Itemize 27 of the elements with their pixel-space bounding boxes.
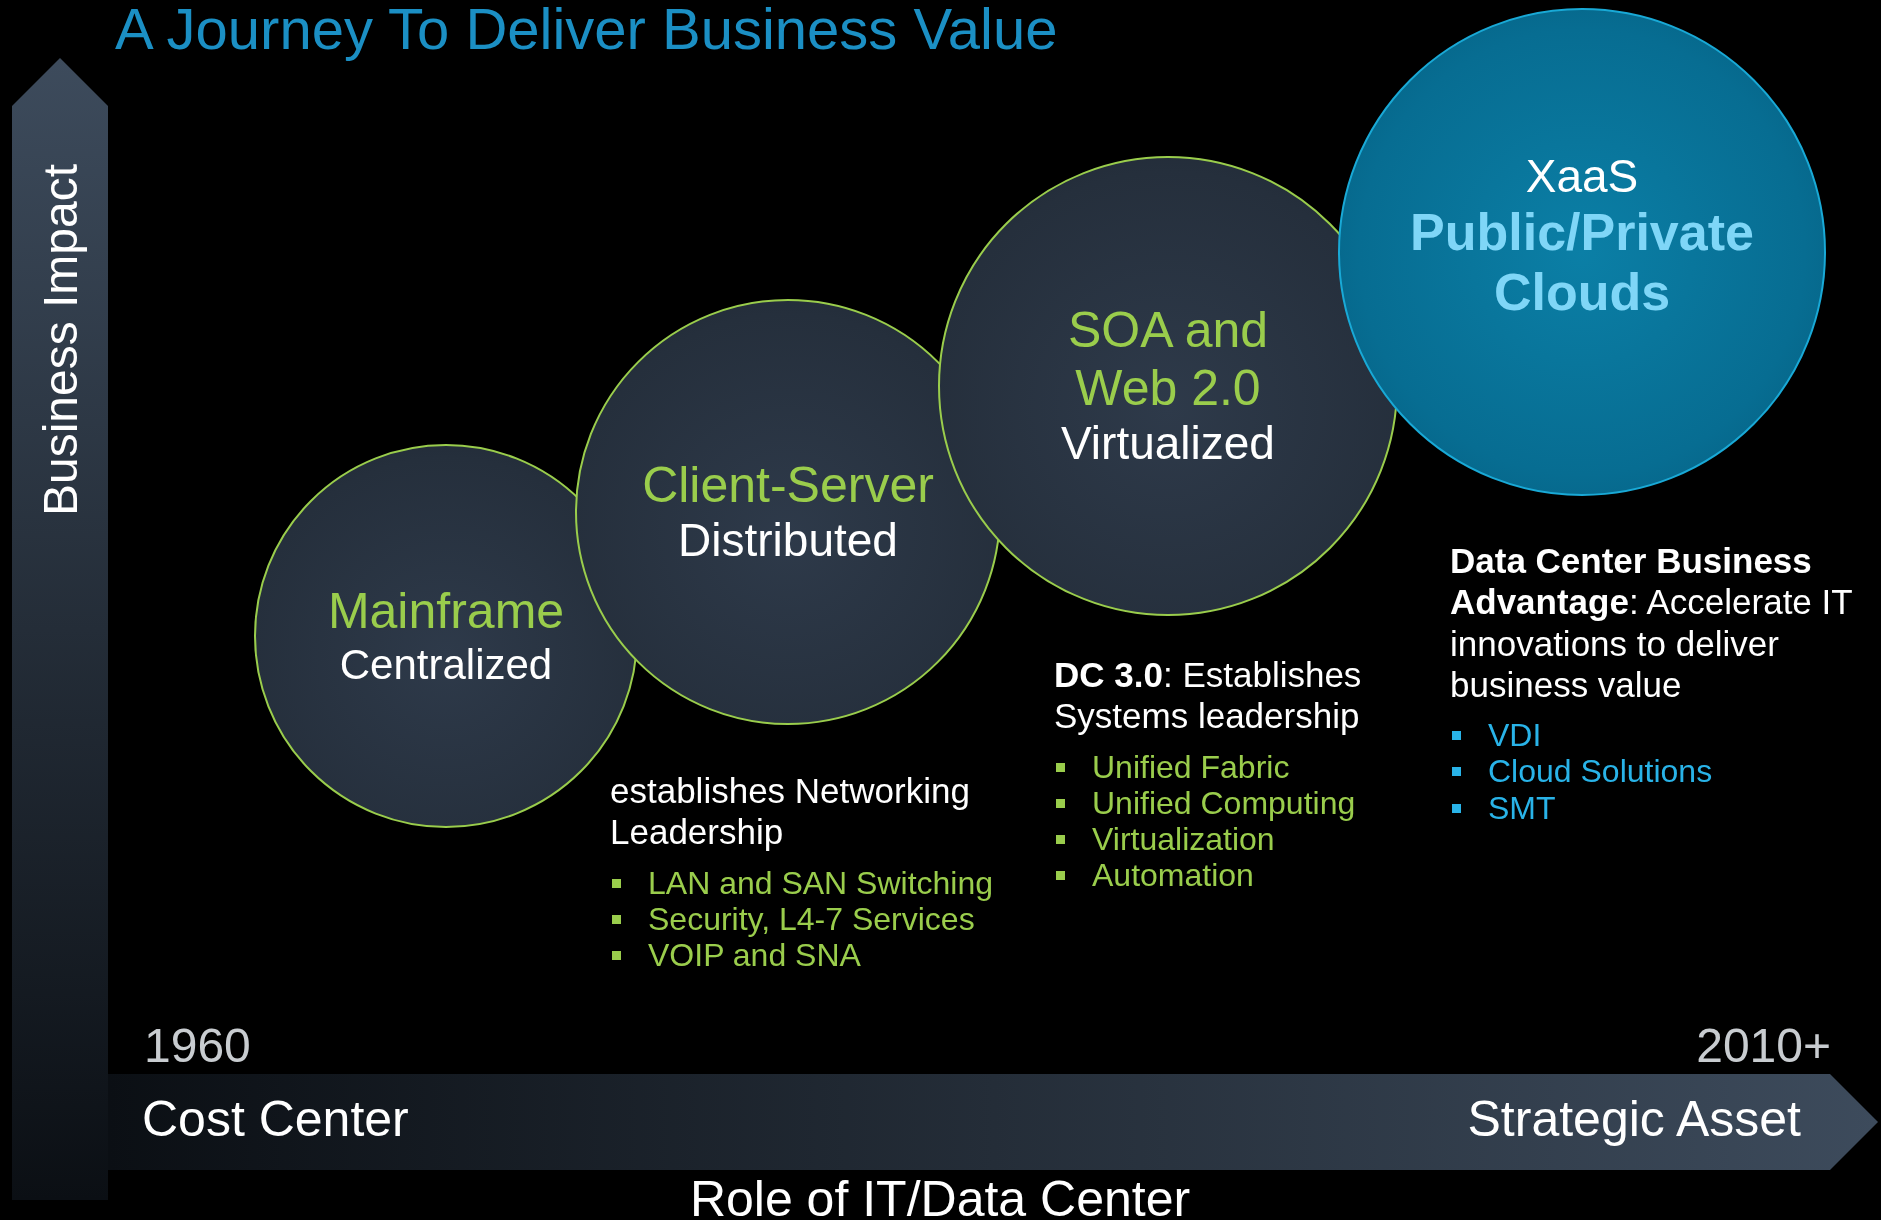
bullet-item: Unified Computing bbox=[1054, 784, 1434, 821]
year-label: 2010+ bbox=[1696, 1018, 1831, 1073]
era-title: XaaS bbox=[1525, 150, 1639, 203]
era-title: Client-Server bbox=[642, 456, 934, 515]
axis-label: Role of IT/Data Center bbox=[689, 1170, 1191, 1220]
bullet-item: Automation bbox=[1054, 857, 1434, 894]
description-text: DC 3.0: Establishes Systems leadership bbox=[1054, 654, 1363, 737]
bullet-item: SMT bbox=[1450, 789, 1870, 826]
axis-label: Business Impact bbox=[32, 163, 88, 517]
bullet-item: VOIP and SNA bbox=[610, 936, 1030, 974]
axis-end-label: Strategic Asset bbox=[1467, 1090, 1801, 1148]
description-text: Data Center Business Advantage: Accelerate IT innovations to deliver business value bbox=[1450, 540, 1853, 706]
description-text: establishes Networking Leadership bbox=[610, 770, 971, 853]
bullet-item: Virtualization bbox=[1054, 820, 1434, 858]
era-subtitle: Distributed bbox=[678, 514, 898, 568]
era-subtitle: Centralized bbox=[339, 640, 553, 689]
year-label: 1960 bbox=[144, 1018, 251, 1073]
bullet-item: Security, L4-7 Services bbox=[610, 900, 1030, 937]
era-subtitle: Virtualized bbox=[1061, 417, 1275, 470]
era-subtitle: Public/Private Clouds bbox=[1409, 202, 1755, 323]
bullet-item: Cloud Solutions bbox=[1450, 753, 1870, 790]
bullet-item: LAN and SAN Switching bbox=[610, 864, 1030, 901]
bullet-item: VDI bbox=[1450, 717, 1870, 754]
era-title: SOA and Web 2.0 bbox=[1066, 302, 1270, 418]
bullet-item: Unified Fabric bbox=[1054, 748, 1434, 785]
axis-end-label: Cost Center bbox=[142, 1090, 409, 1148]
era-title: Mainframe bbox=[327, 583, 565, 641]
